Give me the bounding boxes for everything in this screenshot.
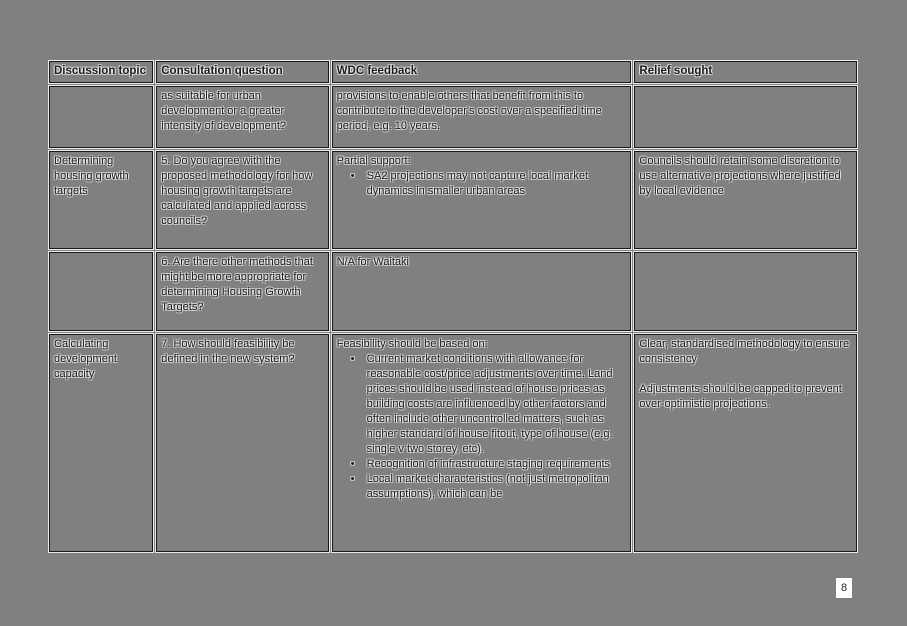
page-number: 8 (836, 578, 853, 598)
table-row: 6. Are there other methods that might be… (49, 252, 857, 331)
question-text: 6. Are there other methods that might be… (161, 256, 313, 313)
table-row: Determining housing growth targets 5. Do… (49, 151, 857, 249)
feedback-bullet: Recognition of infrastructure staging re… (345, 457, 627, 472)
cell-topic: Calculating development capacity (49, 334, 154, 552)
relief-paragraph: Clear, standardised methodology to ensur… (639, 338, 850, 365)
cell-feedback: provisions to enable others that benefit… (331, 86, 632, 148)
cell-relief: Clear, standardised methodology to ensur… (634, 334, 857, 552)
topic-text: Calculating development capacity (54, 338, 117, 380)
feedback-bullet: Current market conditions with allowance… (345, 352, 627, 457)
relief-text: Councils should retain some discretion t… (639, 155, 841, 197)
cell-question: 5. Do you agree with the proposed method… (156, 151, 329, 249)
feedback-intro: Partial support: (336, 155, 411, 167)
feedback-bullet-list: Current market conditions with allowance… (337, 352, 627, 502)
cell-feedback: N/A for Waitaki (331, 252, 632, 331)
cell-relief (634, 252, 857, 331)
cell-question: as suitable for urban development or a g… (156, 86, 329, 148)
topic-text: Determining housing growth targets (54, 155, 129, 197)
table-header-row: Discussion topic Consultation question W… (49, 61, 857, 83)
cell-topic (49, 86, 154, 148)
header-relief-sought: Relief sought (634, 61, 857, 83)
header-discussion-topic: Discussion topic (49, 61, 154, 83)
cell-feedback: Feasibility should be based on: Current … (331, 334, 632, 552)
cell-feedback: Partial support: SA2 projections may not… (331, 151, 632, 249)
cell-question: 7. How should feasibility be defined in … (156, 334, 329, 552)
question-text: as suitable for urban development or a g… (161, 90, 286, 132)
question-text: 5. Do you agree with the proposed method… (161, 155, 313, 227)
feedback-bullet: SA2 projections may not capture local ma… (345, 169, 627, 199)
cell-topic: Determining housing growth targets (49, 151, 154, 249)
feedback-text: N/A for Waitaki (336, 256, 410, 268)
feedback-bullet: Local market characteristics (not just m… (345, 472, 627, 502)
cell-question: 6. Are there other methods that might be… (156, 252, 329, 331)
cell-topic (49, 252, 154, 331)
consultation-feedback-table: Discussion topic Consultation question W… (46, 58, 860, 555)
cell-relief: Councils should retain some discretion t… (634, 151, 857, 249)
feedback-text: provisions to enable others that benefit… (336, 90, 602, 132)
header-wdc-feedback: WDC feedback (331, 61, 632, 83)
relief-paragraph: Adjustments should be capped to prevent … (639, 383, 842, 410)
feedback-bullet-list: SA2 projections may not capture local ma… (337, 169, 627, 199)
question-text: 7. How should feasibility be defined in … (161, 338, 295, 365)
table-row: Calculating development capacity 7. How … (49, 334, 857, 552)
table-row: as suitable for urban development or a g… (49, 86, 857, 148)
feedback-intro: Feasibility should be based on: (336, 338, 488, 350)
header-consultation-question: Consultation question (156, 61, 329, 83)
cell-relief (634, 86, 857, 148)
